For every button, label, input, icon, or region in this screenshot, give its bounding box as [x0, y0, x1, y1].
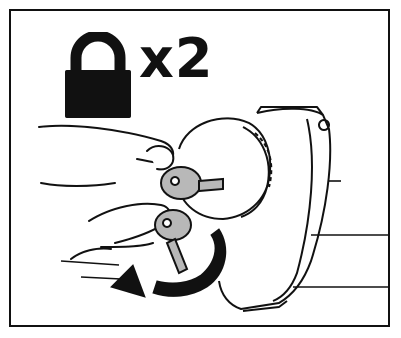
- lock-illustration: [11, 11, 390, 327]
- key-icon: [155, 167, 223, 273]
- hand: [39, 126, 173, 259]
- instruction-panel: x2: [9, 9, 390, 327]
